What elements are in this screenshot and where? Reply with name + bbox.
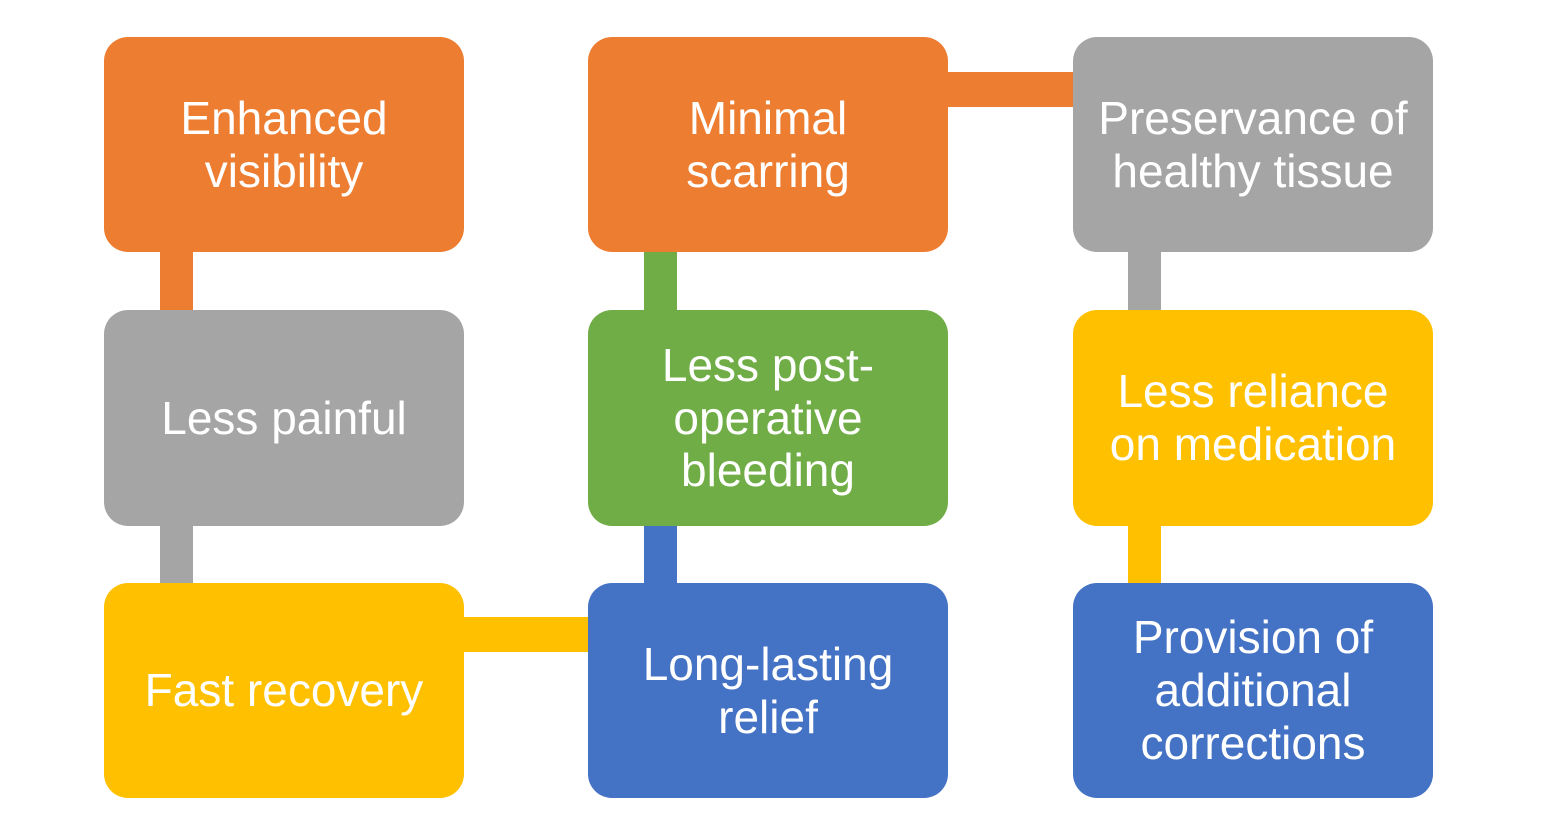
box-label: Less post-operative bleeding bbox=[661, 338, 875, 497]
box-label: Less painful bbox=[161, 391, 407, 444]
box-less-post-operative-bleeding: Less post-operative bleeding bbox=[588, 310, 948, 526]
connector-long-lasting-relief-to-less-post-operative-bleeding bbox=[644, 522, 677, 586]
box-label: Fast recovery bbox=[144, 664, 424, 717]
box-preservance-of-healthy-tissue: Preservance of healthy tissue bbox=[1073, 37, 1433, 252]
box-less-reliance-on-medication: Less reliance on medication bbox=[1073, 310, 1433, 526]
box-provision-of-additional-corrections: Provision of additional corrections bbox=[1073, 583, 1433, 798]
box-label: Minimal scarring bbox=[686, 91, 850, 197]
connector-fast-recovery-to-long-lasting-relief bbox=[461, 617, 592, 652]
box-label: Enhanced visibility bbox=[180, 91, 388, 197]
box-label: Provision of additional corrections bbox=[1132, 611, 1374, 769]
box-minimal-scarring: Minimal scarring bbox=[588, 37, 948, 252]
box-fast-recovery: Fast recovery bbox=[104, 583, 464, 798]
connector-minimal-scarring-to-preservance bbox=[944, 72, 1077, 107]
box-less-painful: Less painful bbox=[104, 310, 464, 526]
connector-less-reliance-to-provision bbox=[1128, 522, 1161, 586]
box-label: Less reliance on medication bbox=[1109, 365, 1397, 470]
connector-less-painful-to-fast-recovery bbox=[160, 522, 193, 586]
connector-preservance-to-less-reliance bbox=[1128, 249, 1161, 313]
box-label: Long-lasting relief bbox=[642, 637, 894, 743]
box-label: Preservance of healthy tissue bbox=[1098, 91, 1408, 197]
box-enhanced-visibility: Enhanced visibility bbox=[104, 37, 464, 252]
box-long-lasting-relief: Long-lasting relief bbox=[588, 583, 948, 798]
connector-enhanced-visibility-to-less-painful bbox=[160, 249, 193, 313]
connector-less-post-operative-bleeding-to-minimal-scarring bbox=[644, 249, 677, 313]
